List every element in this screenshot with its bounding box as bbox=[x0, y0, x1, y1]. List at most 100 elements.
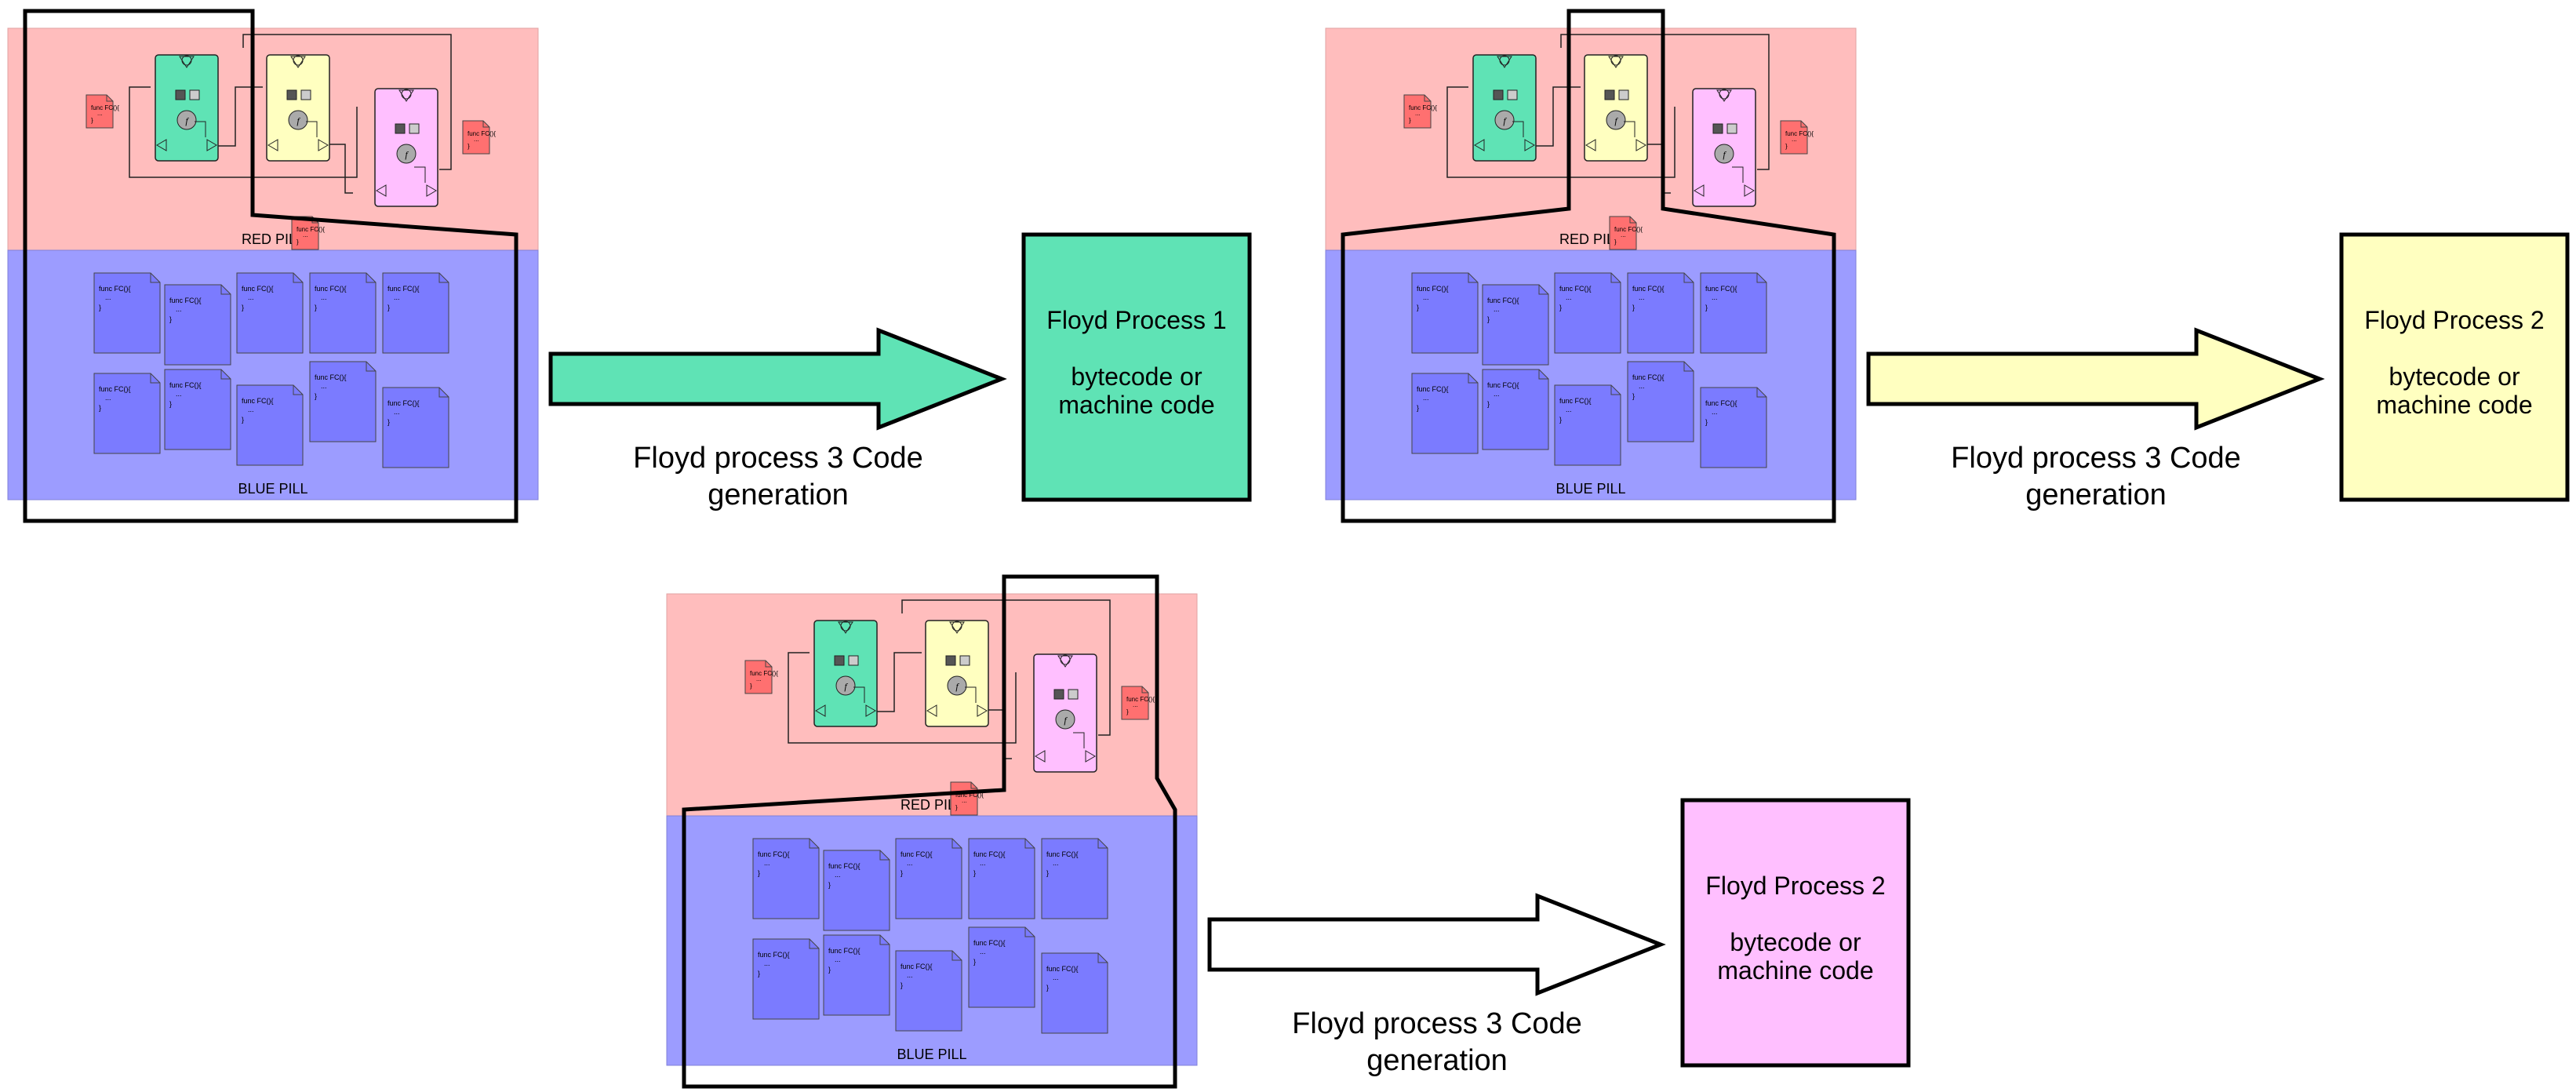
document-shape bbox=[93, 373, 161, 454]
node-body bbox=[1584, 54, 1648, 162]
doc-text-line1: func FC(){ bbox=[387, 399, 420, 407]
node-wires bbox=[1446, 34, 1770, 194]
red-document-3: func FC(){...} bbox=[291, 216, 325, 250]
node-state-icon bbox=[189, 89, 200, 100]
node-internal-wire bbox=[306, 121, 318, 137]
blue-document-r2-3: func FC(){...} bbox=[895, 950, 962, 1032]
doc-text-line1: func FC(){ bbox=[468, 130, 496, 137]
doc-text-line1: func FC(){ bbox=[387, 285, 420, 293]
node-left-port bbox=[267, 139, 278, 151]
document-shape bbox=[93, 272, 161, 354]
doc-text-line2: ... bbox=[105, 293, 111, 301]
document-fold bbox=[809, 839, 819, 849]
document-fold bbox=[438, 273, 449, 283]
document-shape bbox=[1411, 373, 1479, 454]
node-memory-icon bbox=[395, 123, 406, 134]
blue-document-r1-3: func FC(){...} bbox=[1554, 272, 1621, 354]
doc-text-line3: } bbox=[955, 804, 958, 811]
doc-text-line2: ... bbox=[321, 293, 327, 301]
document-shape bbox=[1041, 838, 1108, 919]
node-memory-icon bbox=[1712, 123, 1723, 134]
document-shape bbox=[895, 838, 962, 919]
node-left-port bbox=[1694, 184, 1705, 197]
wire-yellow-to-pink bbox=[329, 144, 353, 194]
red-document-2: func FC(){...} bbox=[462, 120, 496, 155]
doc-text-line2: ... bbox=[394, 408, 400, 416]
document-shape bbox=[382, 387, 449, 468]
node-left-port bbox=[376, 184, 387, 197]
doc-text-line3: } bbox=[468, 143, 470, 150]
blue-document-r2-4: func FC(){...} bbox=[1627, 361, 1694, 442]
doc-text-line2: ... bbox=[1712, 408, 1718, 416]
output-box bbox=[1680, 798, 1911, 1068]
doc-text-line3: } bbox=[1785, 143, 1788, 150]
node-function-icon bbox=[1055, 709, 1075, 730]
document-fold bbox=[1683, 273, 1694, 283]
node-function-symbol: f bbox=[955, 681, 959, 692]
doc-text-line3: } bbox=[1417, 304, 1419, 311]
document-shape bbox=[752, 938, 820, 1020]
arrow-caption-line1: Floyd process 3 Code bbox=[1292, 1007, 1582, 1040]
node-input-triangle bbox=[179, 56, 195, 68]
node-internal-wire bbox=[414, 166, 426, 183]
node-right-port bbox=[1085, 750, 1096, 763]
node-memory-icon bbox=[834, 655, 845, 666]
doc-text-line3: } bbox=[1046, 869, 1049, 877]
node-function-symbol: f bbox=[844, 681, 848, 692]
blue-document-r2-5: func FC(){...} bbox=[1700, 387, 1767, 468]
doc-text-line3: } bbox=[1632, 304, 1635, 311]
node-function-symbol: f bbox=[1614, 115, 1618, 126]
doc-text-line3: } bbox=[297, 238, 299, 246]
doc-text-line1: func FC(){ bbox=[828, 947, 860, 955]
output-title: Floyd Process 2 bbox=[2364, 306, 2544, 334]
blue-pill-label: BLUE PILL bbox=[238, 481, 307, 497]
doc-text-line2: ... bbox=[321, 382, 327, 390]
blue-document-r2-5: func FC(){...} bbox=[382, 387, 449, 468]
blue-document-r2-1: func FC(){...} bbox=[93, 373, 161, 454]
wire-loop-outer bbox=[1446, 86, 1675, 178]
wire-top-loop bbox=[1560, 34, 1770, 170]
node-internal-wire bbox=[1732, 166, 1744, 183]
wire-green-to-yellow bbox=[218, 86, 263, 147]
document-shape bbox=[1411, 272, 1479, 354]
doc-text-line1: func FC(){ bbox=[955, 792, 984, 799]
document-fold bbox=[1629, 217, 1636, 224]
document-shape bbox=[1700, 387, 1767, 468]
doc-text-line2: ... bbox=[1712, 293, 1718, 301]
document-shape bbox=[462, 120, 490, 155]
doc-text-line2: ... bbox=[176, 305, 182, 313]
doc-text-line1: func FC(){ bbox=[1409, 104, 1437, 111]
document-fold bbox=[1756, 388, 1766, 398]
doc-text-line2: ... bbox=[474, 136, 479, 143]
node-left-port bbox=[1474, 139, 1485, 151]
node-memory-icon bbox=[286, 89, 297, 100]
node-function-icon bbox=[1606, 110, 1626, 130]
doc-text-line2: ... bbox=[1621, 231, 1626, 238]
output-line2: bytecode or bbox=[2389, 362, 2520, 391]
node-left-port bbox=[1035, 750, 1046, 763]
blue-document-r2-2: func FC(){...} bbox=[1482, 369, 1549, 450]
document-fold bbox=[1424, 95, 1431, 102]
node-right-port bbox=[1744, 184, 1755, 197]
document-shape bbox=[823, 850, 890, 931]
doc-text-line1: func FC(){ bbox=[1417, 385, 1449, 393]
doc-text-line1: func FC(){ bbox=[1487, 297, 1519, 304]
node-function-symbol: f bbox=[1723, 149, 1726, 160]
blue-document-r1-1: func FC(){...} bbox=[752, 838, 820, 919]
document-shape bbox=[744, 660, 773, 694]
document-shape bbox=[1609, 216, 1637, 250]
document-fold bbox=[106, 95, 113, 102]
doc-text-line2: ... bbox=[1053, 859, 1059, 867]
doc-text-line1: func FC(){ bbox=[315, 373, 347, 381]
document-fold bbox=[951, 839, 962, 849]
document-fold bbox=[1538, 285, 1548, 295]
doc-text-line2: ... bbox=[248, 293, 254, 301]
doc-text-line1: func FC(){ bbox=[973, 939, 1006, 947]
blue-pill-label: BLUE PILL bbox=[1555, 481, 1625, 497]
document-shape bbox=[968, 838, 1035, 919]
wire-top-loop bbox=[242, 34, 452, 170]
node-state-icon bbox=[959, 655, 970, 666]
node-right-port bbox=[426, 184, 437, 197]
